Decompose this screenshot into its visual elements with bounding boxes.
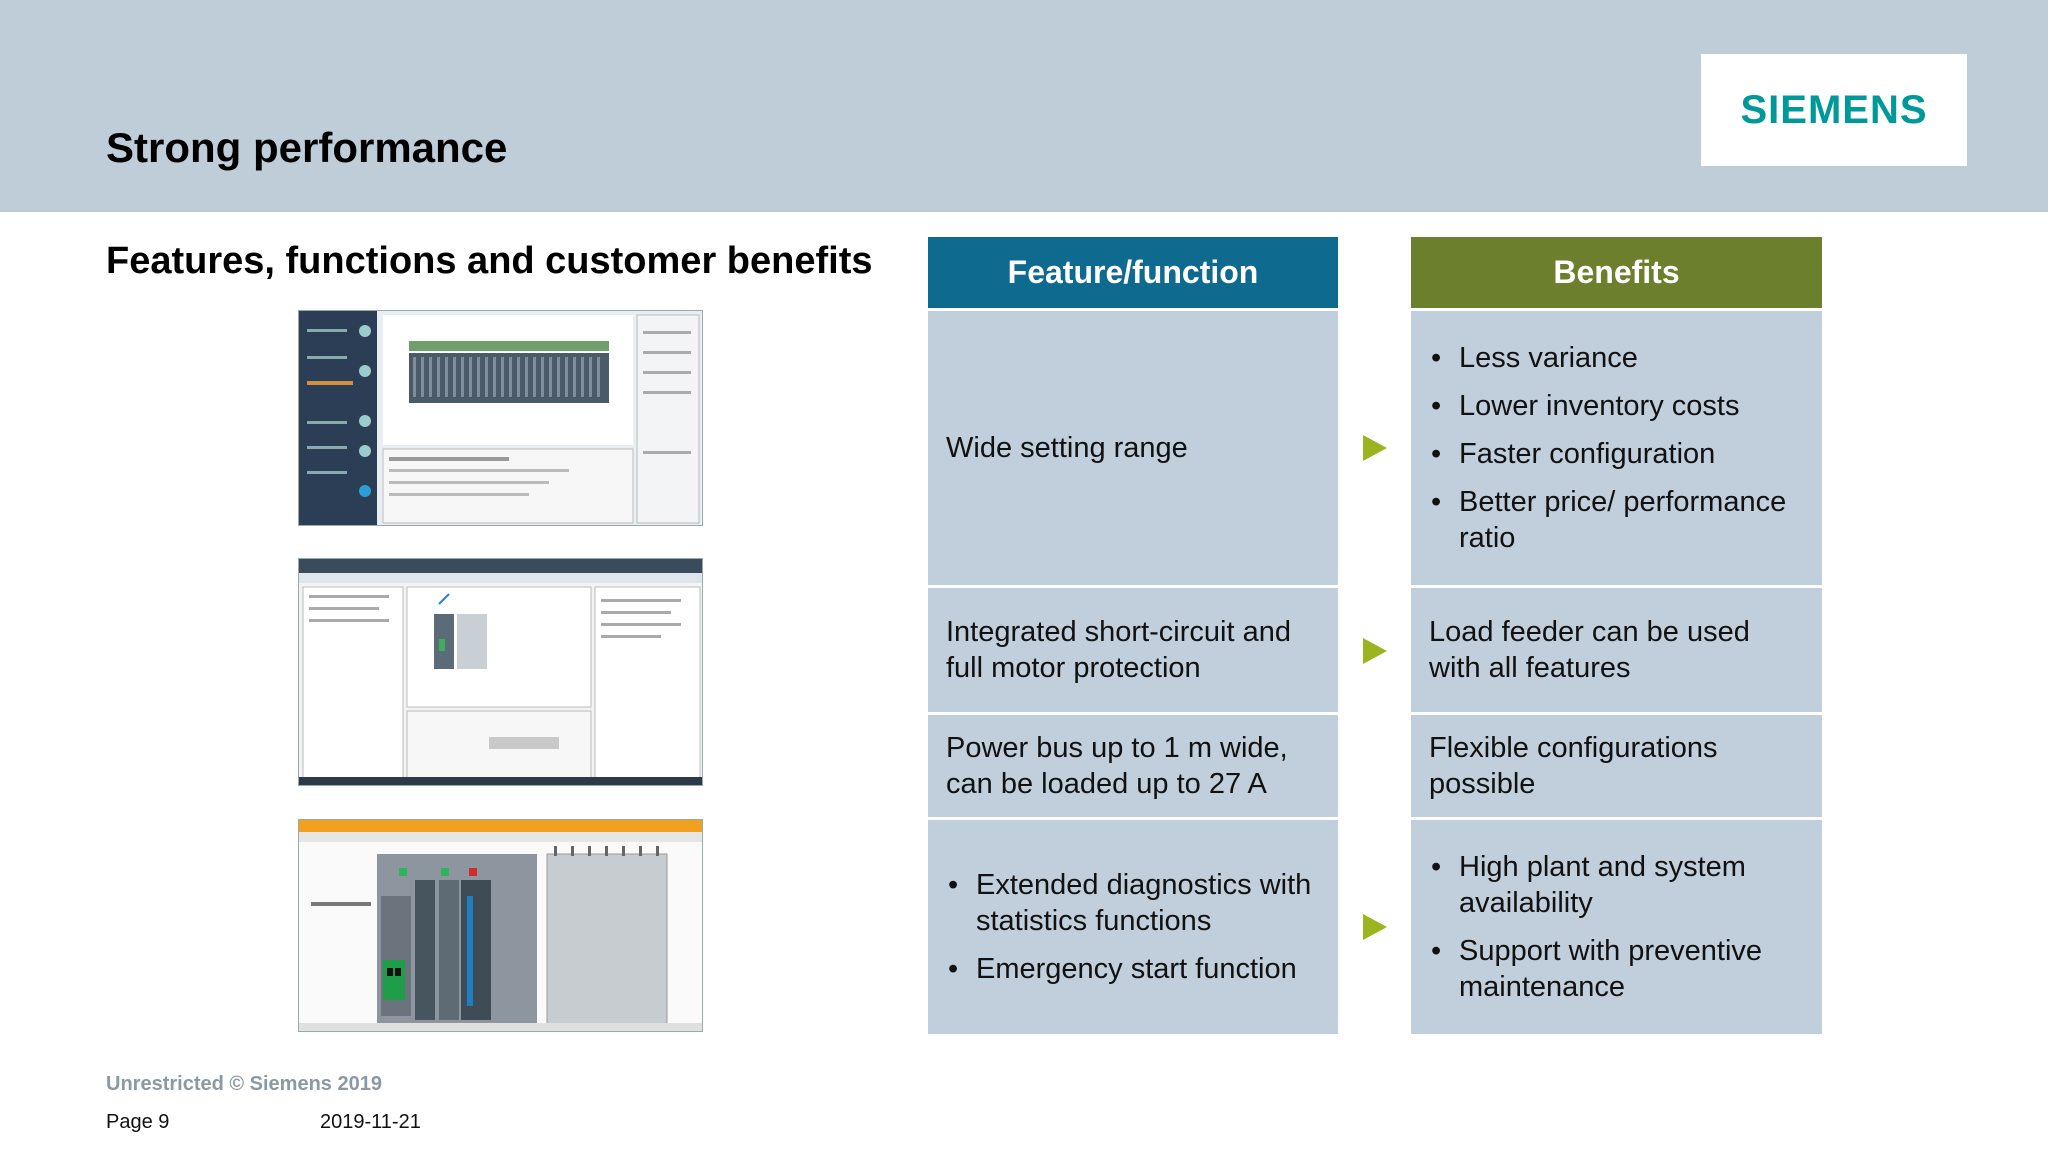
section-subtitle: Features, functions and customer benefit… xyxy=(106,240,873,282)
arrow-right-icon xyxy=(1363,914,1387,940)
benefit-item: Better price/ performance ratio xyxy=(1429,484,1804,556)
feature-text: Power bus up to 1 m wide, can be loaded … xyxy=(946,732,1288,800)
benefit-item: Support with preventive maintenance xyxy=(1429,933,1804,1005)
feature-cell-2: Integrated short-circuit and full motor … xyxy=(928,588,1338,712)
slide-title: Strong performance xyxy=(106,124,508,171)
arrow-right-icon xyxy=(1363,435,1387,461)
feature-item: Extended diagnostics with statistics fun… xyxy=(946,867,1320,939)
benefit-item: Faster configuration xyxy=(1429,436,1804,472)
siemens-logo: SIEMENS xyxy=(1701,54,1967,166)
feature-cell-4: Extended diagnostics with statistics fun… xyxy=(928,820,1338,1034)
footer-page-number: Page 9 xyxy=(106,1111,170,1133)
benefit-item: Less variance xyxy=(1429,340,1804,376)
benefit-cell-1: Less variance Lower inventory costs Fast… xyxy=(1411,311,1822,585)
benefit-item: Lower inventory costs xyxy=(1429,388,1804,424)
feature-cell-1: Wide setting range xyxy=(928,311,1338,585)
footer-date: 2019-11-21 xyxy=(320,1111,421,1133)
feature-item: Emergency start function xyxy=(946,951,1320,987)
software-screenshot-engineering xyxy=(298,558,703,786)
benefit-cell-4: High plant and system availability Suppo… xyxy=(1411,820,1822,1034)
arrow-right-icon xyxy=(1363,638,1387,664)
benefit-cell-2: Load feeder can be used with all feature… xyxy=(1411,588,1822,712)
feature-cell-3: Power bus up to 1 m wide, can be loaded … xyxy=(928,715,1338,817)
benefit-item: High plant and system availability xyxy=(1429,849,1804,921)
benefit-text: Load feeder can be used with all feature… xyxy=(1429,616,1750,684)
benefits-column-header: Benefits xyxy=(1411,237,1822,308)
header-band: Strong performance SIEMENS xyxy=(0,0,2048,212)
benefit-cell-3: Flexible configurations possible xyxy=(1411,715,1822,817)
benefit-text: Flexible configurations possible xyxy=(1429,732,1718,800)
software-screenshot-device-view xyxy=(298,310,703,526)
feature-column-header: Feature/function xyxy=(928,237,1338,308)
feature-text: Wide setting range xyxy=(946,432,1188,464)
logo-text: SIEMENS xyxy=(1740,87,1928,132)
software-screenshot-modules xyxy=(298,819,703,1032)
footer-classification: Unrestricted © Siemens 2019 xyxy=(106,1073,382,1095)
feature-text: Integrated short-circuit and full motor … xyxy=(946,616,1291,684)
